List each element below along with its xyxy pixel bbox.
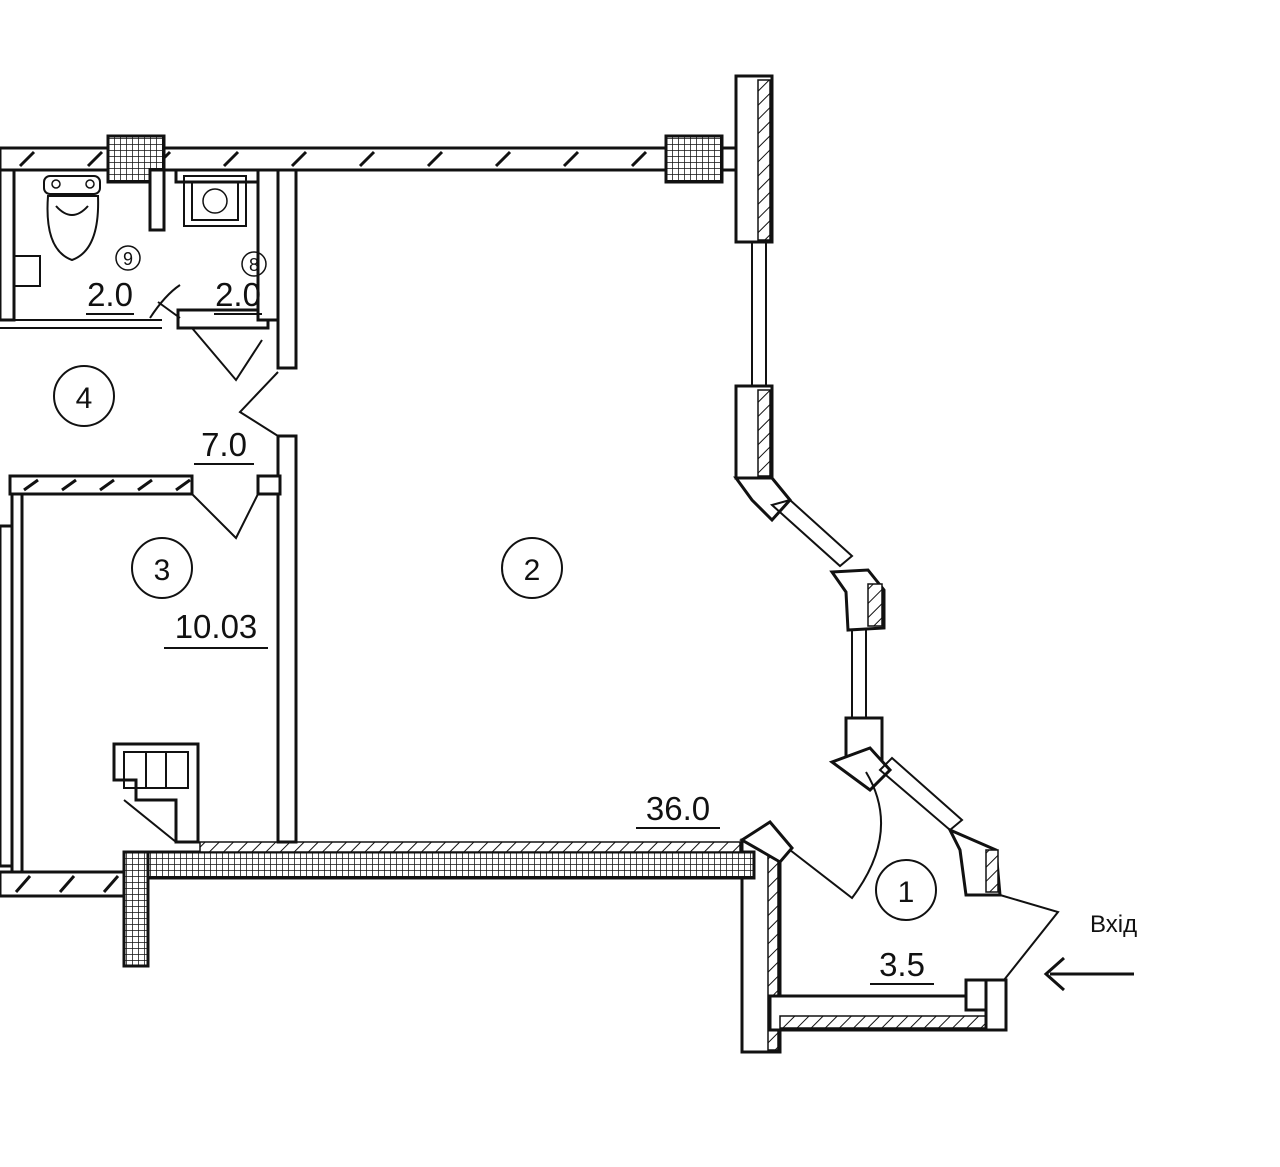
wall-hatch-line: [358, 150, 376, 168]
wall-hatch-line: [58, 875, 76, 893]
entrance-arrow-icon: [1043, 956, 1134, 992]
room-label-1: 1 3.5: [870, 859, 937, 985]
room-number: 3: [154, 554, 171, 587]
doors: [149, 284, 1060, 981]
wall-hatch-line: [175, 478, 191, 492]
room-number: 2: [524, 554, 541, 587]
wall-hatch-line: [14, 875, 32, 893]
room-label-3: 3 10.03: [131, 537, 268, 649]
wall-hatch-line: [137, 478, 153, 492]
stove-icon: [112, 742, 200, 844]
interior-wall-vertical: [276, 168, 298, 844]
room-area: 2.0: [87, 276, 133, 313]
bottom-wall: [0, 841, 756, 968]
room-area: 2.0: [215, 276, 261, 313]
room-number: 8: [249, 255, 259, 275]
room-number: 4: [76, 382, 93, 415]
room-area: 10.03: [175, 608, 258, 645]
wall-hatch-line: [61, 478, 77, 492]
wall-hatch-line: [23, 478, 39, 492]
shower-icon: [183, 175, 247, 227]
wall-hatch-line: [562, 150, 580, 168]
wall-hatch-line: [426, 150, 444, 168]
room-label-2: 2 36.0: [501, 537, 720, 829]
wall-hatch-line: [102, 875, 120, 893]
vestibule-walls: [739, 820, 1008, 1054]
entrance-label: Вхід: [1090, 911, 1137, 938]
right-facade-wall: [720, 74, 1002, 897]
wall-hatch-line: [630, 150, 648, 168]
room-area: 36.0: [646, 790, 710, 827]
room-number: 1: [898, 876, 915, 909]
wall-hatch-line: [494, 150, 512, 168]
wall-hatch-line: [222, 150, 240, 168]
room-label-4: 4 7.0: [53, 365, 254, 465]
room-area: 3.5: [879, 946, 925, 983]
wall-hatch-line: [86, 150, 104, 168]
wall-hatch-line: [18, 150, 36, 168]
toilet-icon: [43, 175, 101, 262]
room-3-top-wall: [0, 474, 282, 874]
top-wall: [0, 146, 670, 172]
room-number: 9: [123, 249, 133, 269]
room-area: 7.0: [201, 426, 247, 463]
room-label-9: 9 2.0: [86, 245, 141, 315]
column-top-right: [664, 134, 724, 184]
room-label-8: 8 2.0: [214, 251, 267, 315]
sink-icon: [13, 255, 41, 287]
wall-hatch-line: [99, 478, 115, 492]
wall-hatch-line: [290, 150, 308, 168]
